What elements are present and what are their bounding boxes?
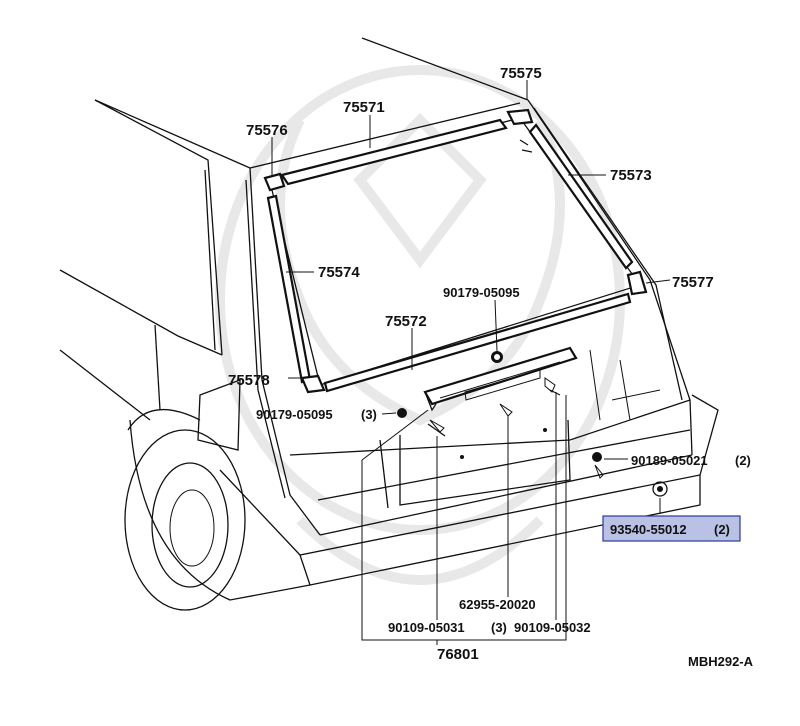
diagram-code: MBH292-A [688,654,754,669]
moulding-75571 [280,118,508,186]
garnish-76801 [423,346,578,412]
callout-75577: 75577 [672,274,714,291]
callout-90179-lower-qty: (3) [361,407,377,422]
highlight-box [602,515,741,542]
callout-75578: 75578 [228,372,270,389]
moulding-75574 [266,194,312,384]
cap-93540 [652,481,668,497]
callout-90179-lower: 90179-05095 [256,407,333,422]
callout-90109-left-qty: (3) [491,620,507,635]
callout-75574: 75574 [318,264,360,281]
callout-93540: 93540-55012 [610,522,687,537]
callout-90189-qty: (2) [735,453,751,468]
callout-90189: 90189-05021 [631,453,708,468]
corner-75578 [300,374,326,394]
callout-62955: 62955-20020 [459,597,536,612]
moulding-75573 [528,123,634,270]
callout-75572: 75572 [385,313,427,330]
callout-75575: 75575 [500,65,542,82]
callout-90109-right: 90109-05032 [514,620,591,635]
moulding-75572 [323,292,632,393]
callout-labels: 75575 75571 75576 75573 75574 75577 9017… [228,65,754,669]
callout-75573: 75573 [610,167,652,184]
nut-62955 [499,403,513,417]
fasteners [397,351,668,497]
callout-90109-left: 90109-05031 [388,620,465,635]
window-mouldings [263,108,648,394]
corner-75577 [626,270,648,296]
callout-90179-upper: 90179-05095 [443,285,520,300]
corner-75576 [263,172,286,192]
callout-93540-qty: (2) [714,522,730,537]
car-body [59,37,719,611]
leader-lines [271,80,671,645]
callout-75576: 75576 [246,122,288,139]
screw-90189 [592,452,602,462]
corner-75575 [506,108,534,126]
callout-76801: 76801 [437,646,479,663]
clip-90179-lower [397,408,407,418]
callout-75571: 75571 [343,99,385,116]
callout-93540-highlight: 93540-55012 (2) [602,515,741,542]
clip-90109-right [544,377,556,393]
